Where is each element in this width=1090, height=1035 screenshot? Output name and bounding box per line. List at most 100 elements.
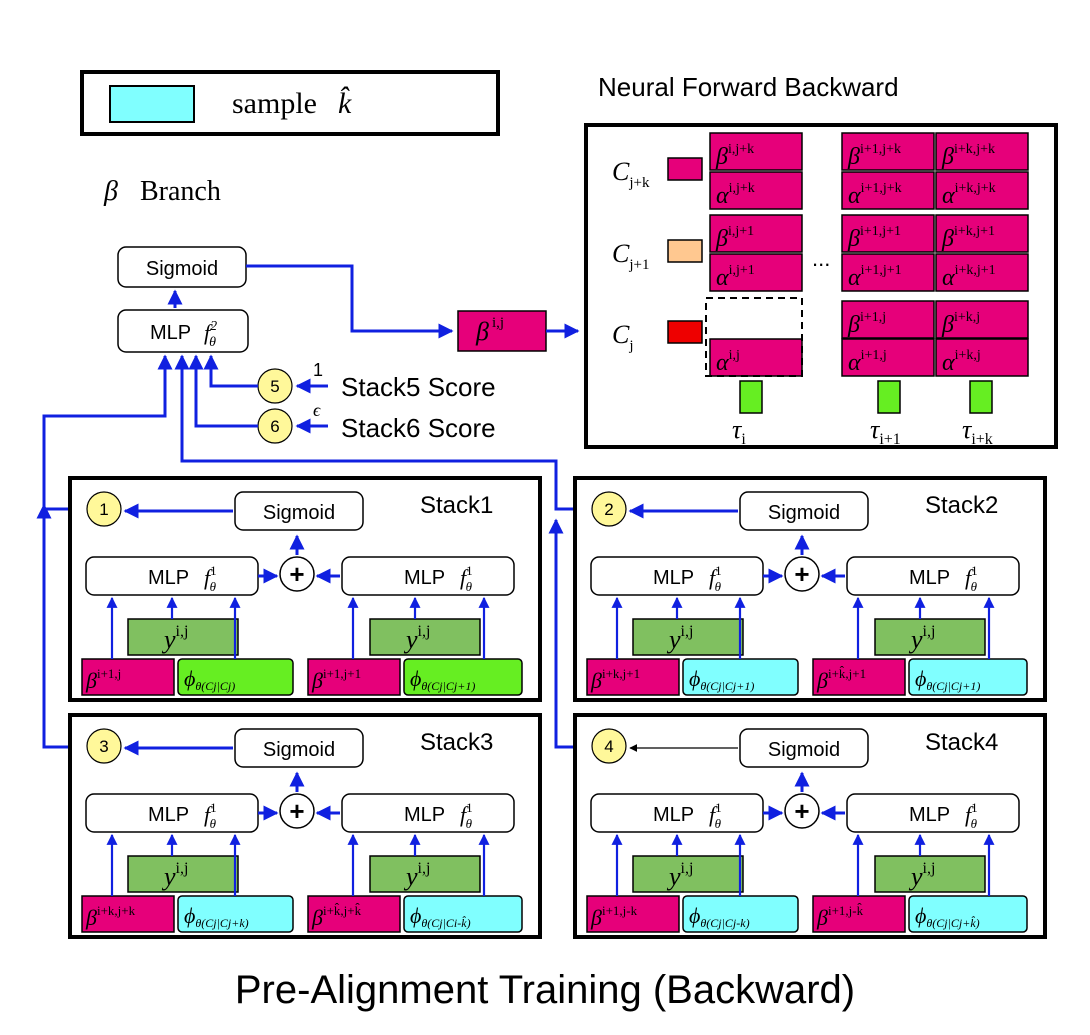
- score-5: 5 Stack5 Score 1: [257, 360, 496, 404]
- fb-row-swatch-0: [667, 157, 703, 181]
- stack-1-beta-left-text: βi+1,j: [85, 666, 121, 693]
- fb-cell-text-alpha-j-k-col2: αi+1,j+k: [848, 181, 902, 209]
- stack-4-phi-right: [908, 895, 1028, 933]
- stack-1-beta-right-text: βi+1,j+1: [311, 666, 361, 693]
- fb-row-swatch-2: [667, 320, 703, 344]
- stack-2-output-circle: [591, 491, 627, 527]
- stack-1-y-right: [369, 618, 481, 656]
- stack-1-y-right-text: yi,j: [403, 623, 430, 654]
- fb-cell-beta-j-col2: [841, 300, 935, 339]
- stack-4-y-left: [632, 855, 744, 893]
- fb-row-label-0: Cj+k: [612, 157, 650, 191]
- stack-2-sigmoid-label: Sigmoid: [768, 502, 840, 524]
- arrow-2-to-mlp: [174, 354, 590, 511]
- fb-cell-text-beta-j-k-col3: βi+k,j+k: [941, 142, 995, 170]
- stack-1-phi-left-text: ϕθ(Cj|Cj): [184, 666, 235, 693]
- stack-1-mlp-left-label: MLP: [148, 567, 189, 589]
- stack-2-beta-right-text: βi+k̂,j+1: [816, 666, 866, 693]
- score-5-num: 5: [270, 377, 279, 396]
- tau-bar-0: [739, 380, 763, 414]
- score-5-label: Stack5 Score: [341, 372, 496, 402]
- stack-2-beta-right: [812, 658, 906, 696]
- stack-2-mlp-left-label: MLP: [653, 567, 694, 589]
- stack-3-output-num: 3: [99, 737, 108, 756]
- beta-center-sup: i,j: [492, 315, 504, 331]
- stack-3-sigmoid-label: Sigmoid: [263, 739, 335, 761]
- score-6: 6 Stack6 Score ϵ: [257, 400, 496, 444]
- fb-cell-beta-j-k-col3: [935, 132, 1029, 171]
- fb-cell-beta-j-1-col3: [935, 214, 1029, 253]
- stack-4-sigmoid-box: [739, 728, 869, 768]
- stack-1-beta-left: [81, 658, 175, 696]
- fb-cell-text-beta-j-k-col2: βi+1,j+k: [847, 142, 901, 170]
- fb-cell-alpha-j-k-col1: [709, 171, 803, 210]
- stack-1-output-num: 1: [99, 500, 108, 519]
- stack-4-sigmoid-label: Sigmoid: [768, 739, 840, 761]
- fb-cell-alpha-j-col1: [709, 338, 803, 377]
- stack-4-plus-circle: [784, 793, 820, 829]
- stack-4-mlp-right: [846, 793, 1020, 833]
- branch-beta-symbol: β: [103, 176, 118, 207]
- fb-cell-text-alpha-j-1-col3: αi+k,j+1: [942, 263, 996, 291]
- stack-3-plus: +: [289, 796, 304, 826]
- stack-3-title: Stack3: [420, 729, 493, 756]
- stack-3-y-right: [369, 855, 481, 893]
- fb-cell-text-beta-j-1-col3: βi+k,j+1: [941, 224, 995, 252]
- stack-3-phi-right-text: ϕθ(Cj|Ci-k̂): [410, 903, 471, 930]
- stack-1-phi-right-text: ϕθ(Cj|Cj+1): [410, 666, 475, 693]
- arrow-5-to-mlp: [203, 354, 258, 388]
- fb-cell-text-beta-j-1-col2: βi+1,j+1: [847, 224, 901, 252]
- stack-2-y-left-text: yi,j: [666, 623, 693, 654]
- stack-2-y-right: [874, 618, 986, 656]
- stack-3-phi-left-text: ϕθ(Cj|Cj+k): [184, 903, 249, 930]
- tau-label-2: τi+k: [962, 415, 993, 448]
- stack-1-y-left-text: yi,j: [161, 623, 188, 654]
- fb-cell-text-alpha-j-col2: αi+1,j: [848, 348, 887, 376]
- fb-cell-text-beta-j-k-col1: βi,j+k: [715, 142, 754, 170]
- stack-1-plus: +: [289, 559, 304, 589]
- legend: sample k̂: [80, 70, 500, 136]
- fb-cell-alpha-j-col2: [841, 338, 935, 377]
- fb-cell-beta-j-col3: [935, 300, 1029, 339]
- stack-4-y-right: [874, 855, 986, 893]
- fb-cell-text-alpha-j-1-col1: αi,j+1: [716, 263, 755, 291]
- fb-row-label-1: Cj+1: [612, 239, 649, 273]
- stack-4-beta-left-text: βi+1,j-k: [590, 903, 638, 930]
- stack-3-phi-right: [403, 895, 523, 933]
- fb-cell-beta-j-k-col1: [709, 132, 803, 171]
- stack-3-beta-right: [307, 895, 401, 933]
- top-right-title: Neural Forward Backward: [598, 72, 899, 102]
- stack-3-y-right-text: yi,j: [403, 860, 430, 891]
- stack-4-output-num: 4: [604, 737, 613, 756]
- fb-cell-alpha-j-k-col2: [841, 171, 935, 210]
- stack-2-output-num: 2: [604, 500, 613, 519]
- fb-row-swatch-1: [667, 239, 703, 263]
- stack-1-output-circle: [86, 491, 122, 527]
- fb-cell-text-alpha-j-col1: αi,j: [716, 348, 740, 376]
- arrow-1-to-mlp: [42, 354, 173, 511]
- stack-2-mlp-right: [846, 556, 1020, 596]
- stack-2-beta-left-text: βi+k,j+1: [590, 666, 640, 693]
- score-6-sup: ϵ: [313, 400, 321, 420]
- fb-cell-text-beta-j-col2: βi+1,j: [847, 310, 886, 338]
- fb-dashed-region: [705, 297, 803, 377]
- beta-center-symbol: β: [475, 317, 489, 346]
- stack-2-phi-left-text: ϕθ(Cj|Cj+1): [689, 666, 754, 693]
- stack-3-output-circle: [86, 728, 122, 764]
- stack-4-beta-right: [812, 895, 906, 933]
- stack-2-y-right-text: yi,j: [908, 623, 935, 654]
- score-6-label: Stack6 Score: [341, 413, 496, 443]
- fb-cell-alpha-j-1-col1: [709, 253, 803, 292]
- fb-cell-beta-j-1-col1: [709, 214, 803, 253]
- stack-4-beta-right-text: βi+1,j-k̂: [816, 903, 864, 930]
- stack-4-output-circle: [591, 728, 627, 764]
- tau-bar-1: [877, 380, 901, 414]
- stack-2-plus: +: [794, 559, 809, 589]
- fb-cells: βi,j+kαi,j+kβi,j+1αi,j+1αi,jβi+1,j+kαi+1…: [709, 132, 1029, 377]
